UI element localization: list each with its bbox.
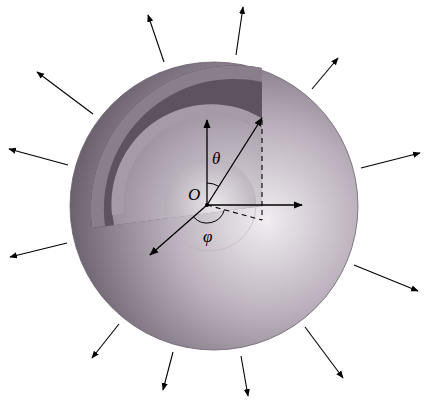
origin-label: O (188, 186, 200, 203)
projection-lines (207, 120, 262, 220)
angle-label: φ (203, 228, 212, 245)
radial-arrows (9, 7, 420, 396)
axes (150, 118, 302, 255)
angle-label: θ (212, 150, 220, 167)
origin-dot (205, 203, 209, 207)
outer-sphere (70, 62, 358, 350)
cutaway (60, 50, 312, 305)
